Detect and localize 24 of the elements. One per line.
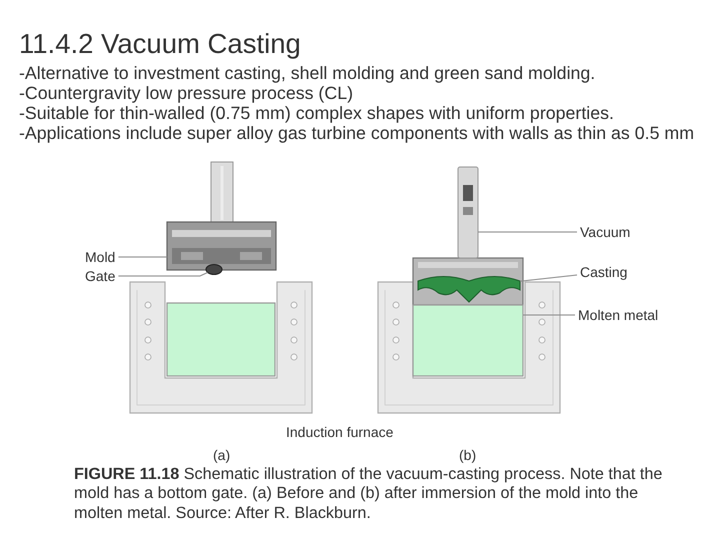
- gate: [206, 264, 222, 275]
- part-label: Vacuum: [580, 224, 630, 240]
- furnace-label: Induction furnace: [286, 424, 394, 440]
- bullet-text: -Countergravity low pressure process (CL): [19, 83, 354, 104]
- leader-line: [522, 314, 576, 316]
- panel-label: (a): [213, 447, 230, 464]
- leader-line: [118, 272, 208, 276]
- bullet-text: -Alternative to investment casting, shell molding and green sand molding.: [19, 63, 596, 84]
- part-label: Gate: [85, 268, 116, 284]
- part-label: Casting: [580, 264, 628, 280]
- molten-metal: [412, 304, 524, 377]
- bullet-text: -Suitable for thin-walled (0.75 mm) complex shapes with uniform properties.: [19, 103, 614, 124]
- panel-label: (b): [459, 447, 476, 464]
- casting: [418, 276, 520, 302]
- molten-metal: [166, 302, 276, 377]
- section-title: 11.4.2 Vacuum Casting: [19, 28, 301, 60]
- leader-line: [118, 256, 168, 258]
- figure-caption: FIGURE 11.18 Schematic illustration of the vacuum-casting process. Note that the mold has a bottom gate. (a) Before and (b) after immersion of the mold into the molten metal. Source: After R. Blackburn.: [74, 465, 664, 524]
- tube: [458, 166, 478, 258]
- leader-line: [520, 274, 578, 282]
- part-label: Molten metal: [578, 307, 658, 324]
- part-label: Mold: [85, 249, 116, 266]
- bullet-text: -Applications include super alloy gas turbine components with walls as thin as 0.5 mm: [19, 123, 694, 144]
- mold: [166, 221, 277, 271]
